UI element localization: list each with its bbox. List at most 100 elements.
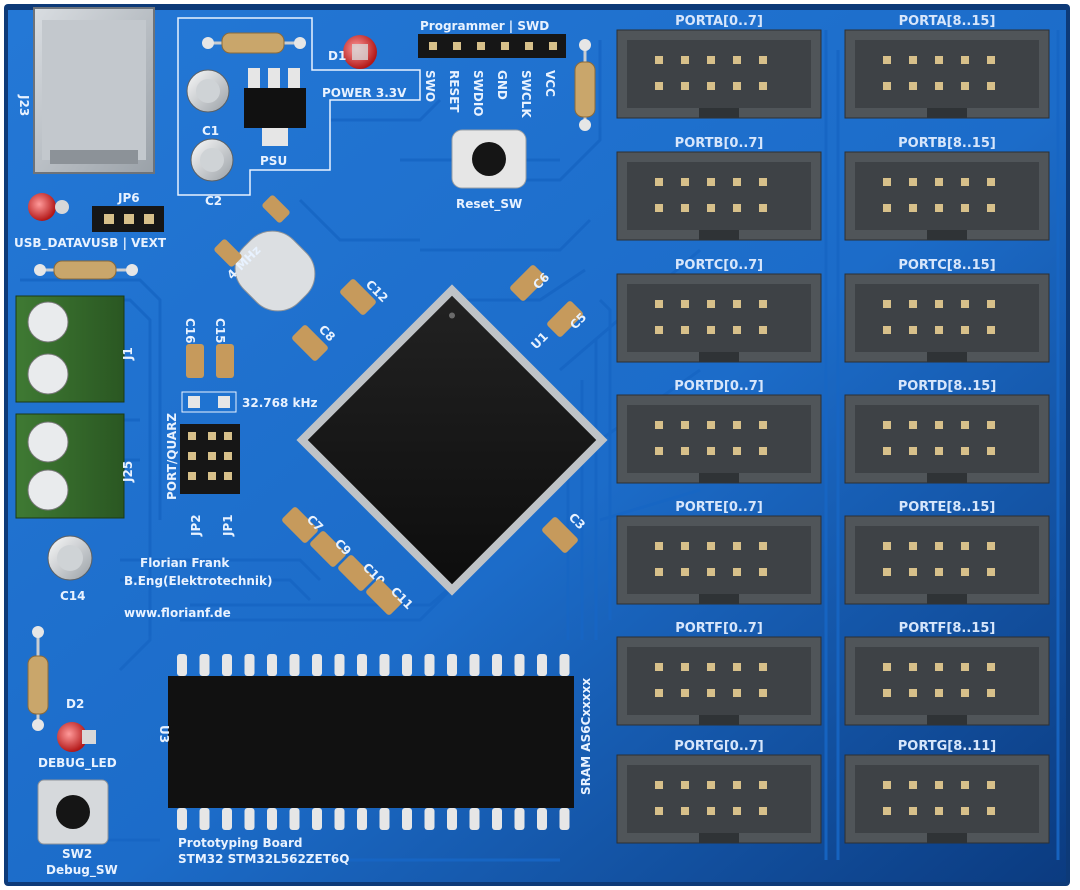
- sram-pin: [222, 808, 232, 830]
- c15-label: C15: [213, 318, 227, 344]
- header-pin: [909, 178, 917, 186]
- reset-sw-label: Reset_SW: [456, 197, 522, 212]
- header-pin: [961, 781, 969, 789]
- swd-pin-swdio: SWDIO: [471, 70, 485, 117]
- header-pin: [909, 82, 917, 90]
- header-pin: [883, 421, 891, 429]
- power-label: POWER 3.3V: [322, 86, 407, 100]
- swd-pin-swo: SWO: [423, 70, 437, 102]
- header-pin: [681, 178, 689, 186]
- header-pin: [707, 807, 715, 815]
- sram-pin: [334, 654, 345, 676]
- sram-pin: [357, 654, 367, 676]
- port-quarz-label: PORT/QUARZ: [165, 413, 179, 500]
- psu-outline: [177, 17, 421, 196]
- header-pin: [909, 326, 917, 334]
- sram-pin: [469, 808, 480, 830]
- capacitor-c9: [310, 531, 346, 567]
- header-pin: [655, 326, 663, 334]
- sram-pin: [537, 654, 547, 676]
- u3-label: U3: [157, 725, 171, 743]
- jp1-label: JP1: [221, 514, 235, 537]
- header-pin: [733, 447, 741, 455]
- j25-label: J25: [121, 461, 135, 483]
- header-pin: [961, 568, 969, 576]
- sram-pin: [312, 808, 322, 830]
- port-label-6: PORTD[0..7]: [674, 379, 764, 394]
- debug-led: [57, 722, 96, 752]
- capacitor-c16: [186, 344, 204, 378]
- swd-header: [418, 34, 566, 58]
- port-header-0: PORTA[0..7]: [616, 14, 822, 119]
- port-header-4: PORTC[0..7]: [616, 258, 822, 363]
- header-pin: [909, 204, 917, 212]
- header-pin: [935, 204, 943, 212]
- sram-pin: [199, 808, 210, 830]
- crystal-hs: [214, 195, 316, 312]
- swd-pin-vcc: VCC: [543, 70, 557, 97]
- header-pin: [681, 82, 689, 90]
- swd-pin-reset: RESET: [447, 70, 461, 113]
- header-pin: [935, 781, 943, 789]
- header-pin: [707, 447, 715, 455]
- sram-u3: [168, 654, 574, 830]
- port-label-5: PORTC[8..15]: [898, 258, 995, 273]
- header-pin: [961, 807, 969, 815]
- sram-pin: [559, 808, 570, 830]
- header-pin: [883, 663, 891, 671]
- port-label-11: PORTF[8..15]: [899, 621, 996, 636]
- author-website: www.florianf.de: [124, 606, 231, 620]
- usb-connector: [33, 7, 155, 174]
- j1-label: J1: [121, 347, 135, 361]
- capacitor-c6: [510, 265, 546, 301]
- sram-pin: [289, 654, 300, 676]
- capacitor-c11: [366, 579, 402, 615]
- port-label-4: PORTC[0..7]: [675, 258, 763, 273]
- reset-switch: [451, 129, 527, 189]
- header-pin: [759, 421, 767, 429]
- header-pin: [759, 300, 767, 308]
- swd-pin-swclk: SWCLK: [519, 70, 533, 118]
- header-pin: [883, 300, 891, 308]
- sram-pin: [514, 654, 525, 676]
- header-pin: [707, 781, 715, 789]
- header-pin: [759, 663, 767, 671]
- header-pin: [987, 421, 995, 429]
- usb-select-label: USB_DATAVUSB | VEXT: [14, 236, 167, 251]
- header-pin: [681, 781, 689, 789]
- header-pin: [987, 663, 995, 671]
- port-header-13: PORTG[8..11]: [844, 739, 1050, 844]
- sram-pin: [177, 808, 187, 830]
- sram-label: SRAM AS6Cxxxxx: [579, 678, 593, 795]
- header-pin: [883, 326, 891, 334]
- header-pin: [733, 178, 741, 186]
- port-header-10: PORTF[0..7]: [616, 621, 822, 726]
- header-pin: [961, 689, 969, 697]
- sram-pin: [537, 808, 547, 830]
- usb-select-led: [28, 193, 69, 221]
- port-header-6: PORTD[0..7]: [616, 379, 822, 484]
- capacitor-c7: [282, 507, 318, 543]
- terminal-block-j25: [15, 413, 125, 519]
- header-pin: [961, 178, 969, 186]
- sram-pin: [559, 654, 570, 676]
- header-pin: [681, 326, 689, 334]
- header-pin: [733, 542, 741, 550]
- header-pin: [733, 204, 741, 212]
- c2-label: C2: [205, 194, 222, 208]
- sram-pin: [244, 808, 255, 830]
- crystal-lse: [181, 391, 237, 413]
- header-pin: [733, 689, 741, 697]
- port-label-8: PORTE[0..7]: [675, 500, 763, 515]
- debug-led-label: DEBUG_LED: [38, 756, 117, 771]
- sram-pin: [402, 654, 412, 676]
- port-label-3: PORTB[8..15]: [898, 136, 996, 151]
- header-pin: [655, 82, 663, 90]
- sram-pin: [289, 808, 300, 830]
- header-pin: [759, 178, 767, 186]
- header-pin: [707, 689, 715, 697]
- capacitor-c2: [190, 138, 234, 182]
- resistor-top: [202, 32, 306, 54]
- header-pin: [655, 663, 663, 671]
- d2-label: D2: [66, 697, 84, 711]
